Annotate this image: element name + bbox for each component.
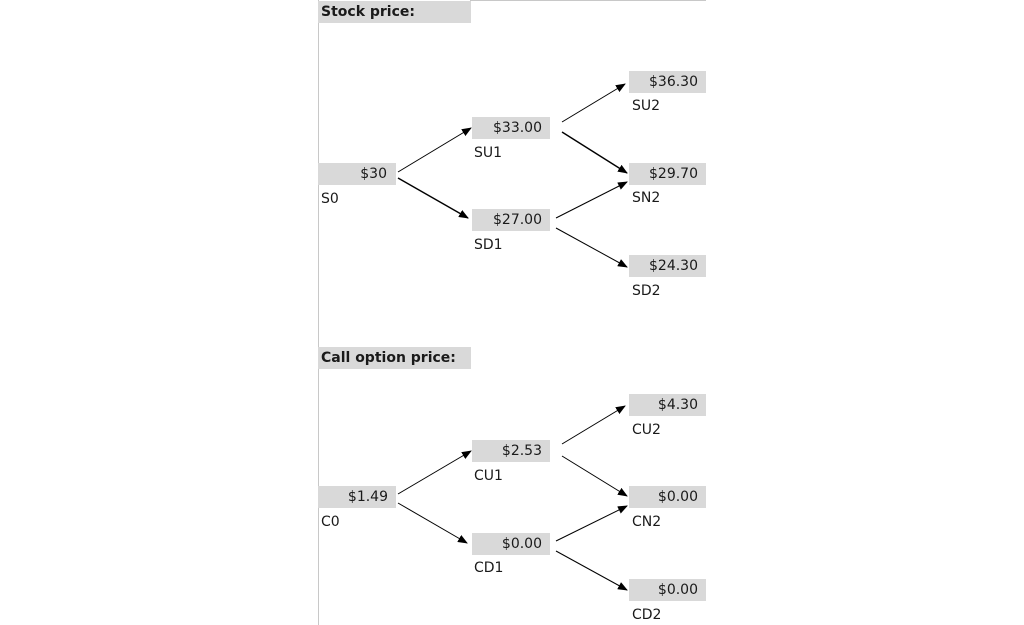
call-price-header: Call option price: [318, 347, 471, 369]
arrow-cd1-cd2 [555, 550, 628, 591]
stock-node-sd1-label: SD1 [474, 237, 503, 253]
call-node-c0-label: C0 [321, 514, 340, 530]
call-node-cd2-label: CD2 [632, 607, 662, 623]
stock-price-header: Stock price: [318, 1, 471, 23]
arrow-cu1-cn2 [561, 455, 628, 497]
arrow-sd1-sd2 [555, 227, 628, 268]
arrow-cd1-cn2 [555, 505, 628, 542]
call-node-cu2-label: CU2 [632, 422, 661, 438]
arrow-c0-cd1 [397, 502, 468, 544]
arrow-su1-sn2 [561, 131, 628, 174]
stock-node-sn2-label: SN2 [632, 190, 661, 206]
call-node-cd2-value: $0.00 [629, 579, 706, 601]
call-node-cn2-value: $0.00 [629, 486, 706, 508]
stock-node-sd1-value: $27.00 [472, 209, 550, 231]
stock-node-su2-value: $36.30 [629, 71, 706, 93]
stock-node-su1-value: $33.00 [472, 117, 550, 139]
stock-node-s0-value: $30 [318, 163, 396, 185]
call-node-cu1-label: CU1 [474, 468, 503, 484]
call-node-cd1-value: $0.00 [472, 533, 550, 555]
stock-node-sd2-label: SD2 [632, 283, 661, 299]
row-gridline [470, 0, 706, 1]
arrow-s0-su1 [397, 127, 472, 173]
call-node-cd1-label: CD1 [474, 560, 504, 576]
stock-node-s0-label: S0 [321, 191, 339, 207]
arrow-c0-cu1 [397, 450, 472, 495]
column-gridline [318, 0, 319, 625]
stock-node-su2-label: SU2 [632, 98, 661, 114]
arrow-s0-sd1 [397, 177, 469, 219]
call-node-c0-value: $1.49 [318, 486, 396, 508]
stock-node-sd2-value: $24.30 [629, 255, 706, 277]
call-node-cu1-value: $2.53 [472, 440, 550, 462]
call-node-cn2-label: CN2 [632, 514, 662, 530]
arrow-cu1-cu2 [561, 405, 626, 445]
arrow-su1-su2 [561, 83, 626, 123]
stock-node-su1-label: SU1 [474, 145, 503, 161]
arrow-sd1-sn2 [555, 181, 628, 219]
stock-node-sn2-value: $29.70 [629, 163, 706, 185]
call-node-cu2-value: $4.30 [629, 394, 706, 416]
